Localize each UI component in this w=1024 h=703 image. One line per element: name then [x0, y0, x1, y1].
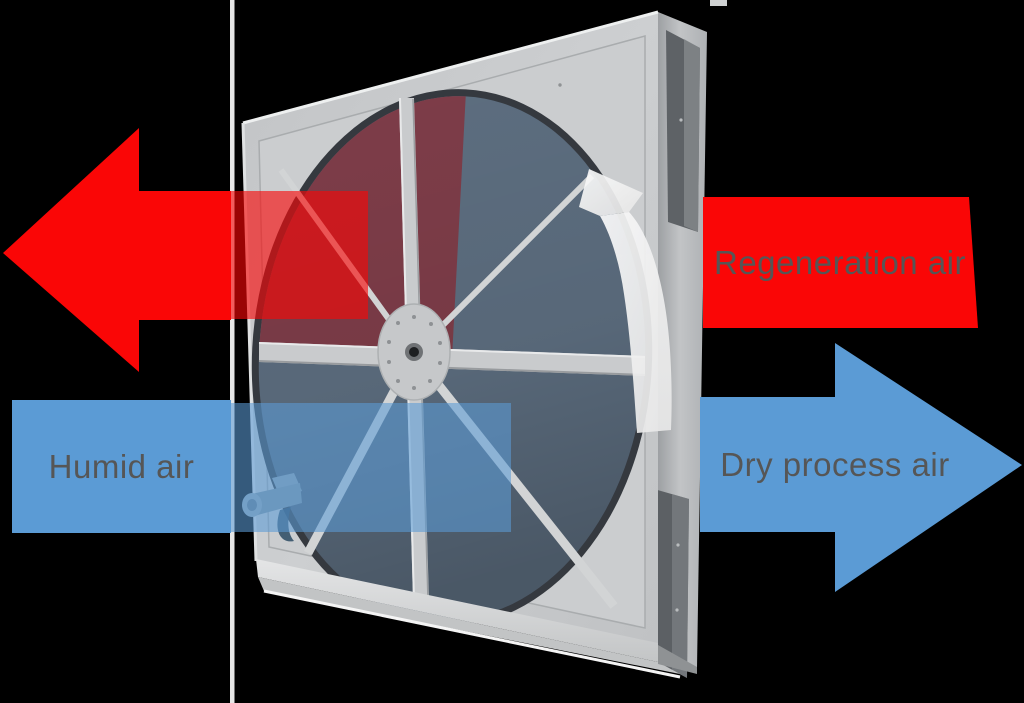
- regeneration-air-inlet-band: [703, 197, 978, 328]
- horizontal-beam-highlight: [258, 342, 646, 358]
- side-vent-bottom-inner: [672, 494, 689, 678]
- humid-air-inlet-band: [12, 400, 231, 533]
- vent-bolt: [676, 543, 680, 547]
- backdrop-edge-line: [230, 0, 235, 703]
- base-rail-bottom: [258, 577, 680, 674]
- horizontal-beam-shadow: [258, 360, 646, 376]
- base-rail-top: [256, 559, 658, 662]
- regeneration-air-outlet-arrow-overlay: [231, 191, 368, 319]
- rotation-arrow-body: [600, 212, 672, 433]
- regeneration-air-outlet-arrow: [3, 128, 231, 372]
- wheel-hub: [377, 303, 451, 401]
- vent-bolt: [675, 608, 679, 612]
- wheel-rotation-arrow: [579, 169, 672, 433]
- rotation-arrow-head: [579, 169, 643, 216]
- base-rail-highlight: [263, 589, 681, 679]
- top-edge-tab: [710, 0, 727, 6]
- frame-top-highlight: [242, 10, 659, 125]
- dry-process-air-outlet-arrow: [700, 343, 1022, 592]
- vent-bolt: [679, 118, 683, 122]
- base-side-wedge: [658, 645, 697, 674]
- side-vent-top-inner: [684, 39, 700, 232]
- humid-air-inlet-band-overlay: [231, 403, 511, 532]
- horizontal-beam: [259, 342, 645, 376]
- frame-screw: [558, 83, 562, 87]
